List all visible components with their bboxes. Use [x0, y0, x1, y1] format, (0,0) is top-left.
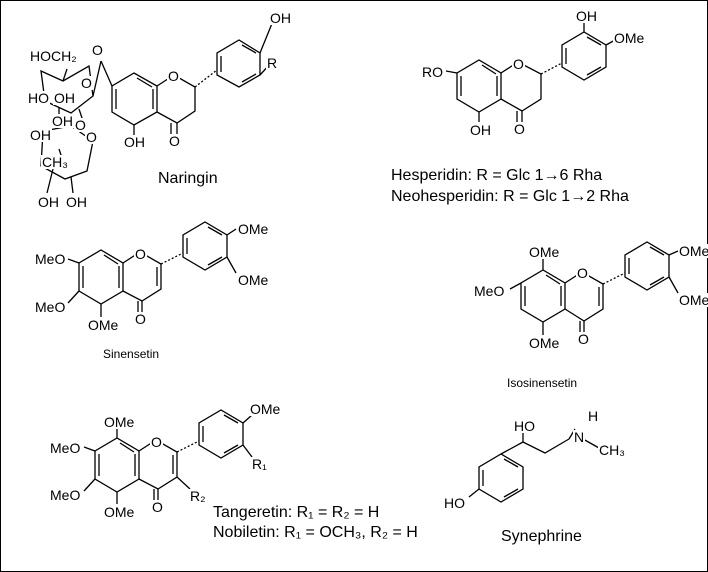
- neohesperidin-name: Neohesperidin: R = Glc 1→2 Rha: [391, 188, 629, 205]
- naringin-rha-oh3-label: OH: [65, 194, 88, 210]
- hesperidin-ome-label: OMe: [613, 30, 646, 46]
- isosinensetin-5-ome-label: OMe: [528, 335, 561, 351]
- isosinensetin-ring-a: [520, 269, 566, 323]
- naringin-glc-oh2-label: OH: [51, 113, 74, 129]
- sinensetin-ring-a: [78, 249, 124, 305]
- nobiletin-name: Nobiletin: R₁ = OCH₃, R₂ = H: [213, 524, 418, 541]
- naringin-rha-o-label: O: [85, 129, 98, 145]
- tangeretin-5-ome-label: OMe: [103, 504, 136, 520]
- hesperidin-ring-o-label: O: [512, 56, 525, 72]
- tangeretin-r1-label: R₁: [251, 456, 268, 472]
- synephrine-h-label: H: [587, 408, 600, 424]
- naringin-o-glycosidic-label: O: [91, 42, 104, 58]
- sinensetin-ring-b: [182, 221, 228, 271]
- isosinensetin-7-ome-label: MeO: [473, 283, 506, 299]
- synephrine-phenol-ho-label: HO: [443, 495, 466, 511]
- hesperidin-carbonyl-o-label: O: [513, 121, 526, 137]
- tangeretin-ring-o-label: O: [150, 434, 163, 450]
- synephrine-oh-label: HO: [513, 418, 536, 434]
- sinensetin-carbonyl-o-label: O: [134, 311, 147, 327]
- hesperidin-name: Hesperidin: R = Glc 1→6 Rha: [391, 167, 603, 184]
- hesperidin-ro-label: RO: [421, 64, 444, 80]
- naringin-glc-ho-label: HO: [27, 90, 50, 106]
- naringin-hoch2-label: HOCH₂: [29, 48, 78, 64]
- sinensetin-6-ome-label: MeO: [34, 299, 67, 315]
- synephrine-ring: [478, 453, 524, 503]
- naringin-ring-b: [216, 39, 261, 88]
- naringin-ring-o-label: O: [167, 68, 180, 84]
- naringin-name: Naringin: [158, 170, 218, 187]
- synephrine-name: Synephrine: [501, 528, 582, 545]
- hesperidin-ring-b: [561, 31, 607, 81]
- sinensetin-7-ome-label: MeO: [34, 251, 67, 267]
- isosinensetin-8-ome-label: OMe: [528, 244, 561, 260]
- sinensetin-4p-ome-label: OMe: [237, 221, 270, 237]
- tangeretin-4p-ome-label: OMe: [249, 401, 282, 417]
- isosinensetin-ring-b: [624, 241, 670, 291]
- naringin-rha-oh-label: OH: [29, 127, 52, 143]
- tangeretin-ring-a: [94, 437, 140, 493]
- synephrine-ch3-label: CH₃: [598, 442, 626, 458]
- sinensetin-3p-ome-label: OMe: [237, 272, 270, 288]
- naringin-glc-oh1-label: OH: [53, 90, 76, 106]
- isosinensetin-4p-ome-label: OMe: [678, 244, 708, 258]
- isosinensetin-3p-ome-label: OMe: [678, 293, 708, 307]
- sinensetin-name: Sinensetin: [103, 347, 160, 361]
- tangeretin-6-ome-label: MeO: [49, 487, 82, 503]
- naringin-oh-label: OH: [269, 10, 292, 26]
- naringin-ch3-label: CH₃: [41, 154, 69, 170]
- tangeretin-7-ome-label: MeO: [49, 440, 82, 456]
- tangeretin-r2-label: R₂: [189, 488, 207, 504]
- tangeretin-carbonyl-o-label: O: [151, 499, 164, 515]
- naringin-carbonyl-o-label: O: [168, 133, 181, 149]
- naringin-ring-a: [111, 72, 158, 126]
- hesperidin-ring-a: [456, 59, 502, 113]
- sinensetin-5-ome-label: OMe: [87, 317, 120, 333]
- isosinensetin-ring-o-label: O: [576, 265, 589, 281]
- tangeretin-ring-b: [198, 409, 244, 459]
- tangeretin-8-ome-label: OMe: [103, 414, 136, 430]
- naringin-glc-o2-label: O: [74, 117, 87, 133]
- naringin-glc-o-label: O: [80, 75, 93, 91]
- hesperidin-5-oh-label: OH: [469, 122, 492, 138]
- isosinensetin-carbonyl-o-label: O: [577, 331, 590, 347]
- sinensetin-ring-o-label: O: [134, 246, 147, 262]
- hesperidin-oh-label: OH: [575, 8, 598, 24]
- naringin-r-label: R: [266, 55, 279, 71]
- isosinensetin-name: Isosinensetin: [507, 376, 578, 390]
- naringin-5-oh-label: OH: [123, 134, 146, 150]
- synephrine-n-label: N: [573, 429, 586, 445]
- naringin-rha-oh2-label: OH: [37, 194, 60, 210]
- tangeretin-name: Tangeretin: R₁ = R₂ = H: [213, 504, 380, 521]
